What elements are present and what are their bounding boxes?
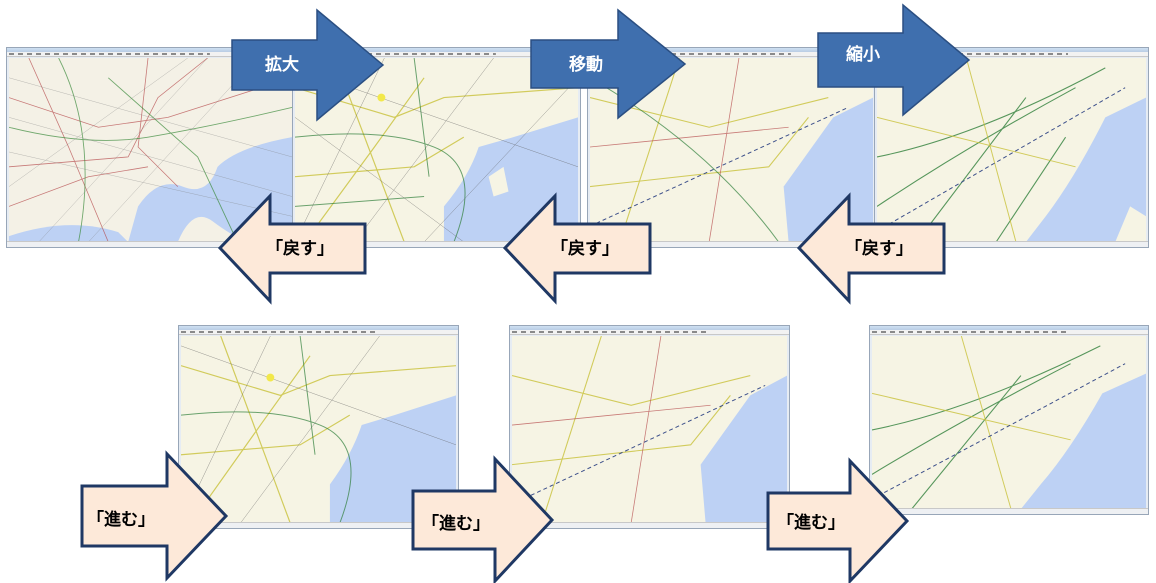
forward-label: 「進む」: [422, 514, 490, 534]
zoom-out-label: 縮小: [846, 45, 880, 65]
window-titlebar: [875, 48, 1148, 52]
left-arrow-icon: [502, 192, 652, 305]
window-titlebar: [588, 48, 875, 52]
window-titlebar: [179, 326, 458, 330]
right-arrow-icon: [530, 8, 687, 120]
right-arrow-icon: [80, 450, 229, 582]
right-arrow-icon: [817, 3, 971, 117]
right-arrow-icon: [411, 455, 555, 583]
window-statusbar: [875, 241, 1148, 247]
window-menubar: [7, 52, 294, 57]
right-arrow-icon: [231, 8, 385, 122]
back-arrow-1: 「戻す」: [217, 192, 367, 305]
map-window-forward-zoomed-out: [869, 325, 1149, 515]
zoom-out-arrow: 縮小: [817, 3, 971, 117]
zoom-in-label: 拡大: [265, 55, 299, 75]
map-window-forward-zoomed: [178, 325, 459, 529]
left-arrow-icon: [796, 192, 946, 305]
left-arrow-icon: [217, 192, 367, 305]
window-titlebar: [293, 48, 580, 52]
move-arrow: 移動: [530, 8, 687, 120]
back-label: 「戻す」: [845, 239, 913, 259]
window-statusbar: [7, 241, 294, 247]
map-view-city: [181, 336, 456, 523]
zoom-in-arrow: 拡大: [231, 8, 385, 122]
window-menubar: [870, 330, 1148, 335]
back-arrow-3: 「戻す」: [796, 192, 946, 305]
window-statusbar: [870, 508, 1148, 514]
window-menubar: [875, 52, 1148, 57]
back-label: 「戻す」: [551, 239, 619, 259]
forward-label: 「進む」: [87, 510, 155, 530]
window-statusbar: [293, 241, 580, 247]
forward-arrow-2: 「進む」: [411, 455, 555, 583]
back-arrow-2: 「戻す」: [502, 192, 652, 305]
forward-arrow-3: 「進む」: [766, 457, 910, 583]
map-view-south: [512, 336, 787, 523]
move-label: 移動: [569, 55, 603, 75]
map-view-peninsula: [872, 336, 1146, 509]
forward-arrow-1: 「進む」: [80, 450, 229, 582]
window-statusbar: [588, 241, 875, 247]
window-menubar: [179, 330, 458, 335]
window-titlebar: [510, 326, 789, 330]
window-titlebar: [870, 326, 1148, 330]
window-menubar: [293, 52, 580, 57]
map-window-forward-moved: [509, 325, 790, 529]
back-label: 「戻す」: [266, 239, 334, 259]
window-menubar: [588, 52, 875, 57]
window-menubar: [510, 330, 789, 335]
forward-label: 「進む」: [777, 513, 845, 533]
window-statusbar: [510, 522, 789, 528]
right-arrow-icon: [766, 457, 910, 583]
window-titlebar: [7, 48, 294, 52]
window-statusbar: [179, 522, 458, 528]
